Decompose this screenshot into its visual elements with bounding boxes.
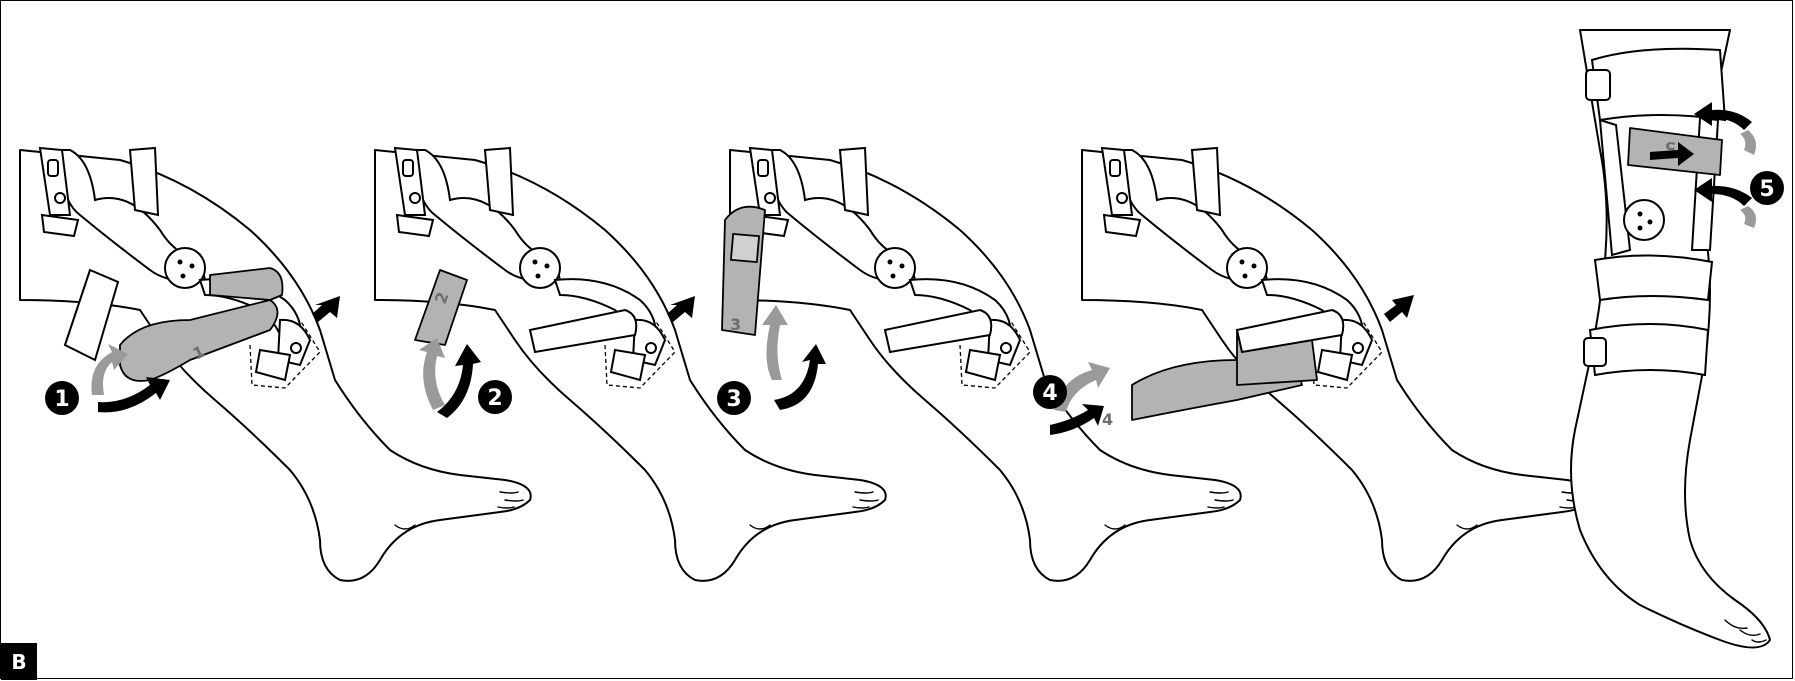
svg-text:4: 4 bbox=[1042, 381, 1057, 406]
grey-arrow-step-5a bbox=[1740, 130, 1756, 155]
svg-text:2: 2 bbox=[487, 386, 502, 411]
grey-arrow-step-5b bbox=[1740, 206, 1756, 228]
strap-3-pad bbox=[731, 234, 759, 262]
leg-step-5-front: 5 5 bbox=[1571, 30, 1784, 648]
strap-3 bbox=[722, 207, 765, 335]
strap-4-number: 4 bbox=[1102, 410, 1113, 429]
step-marker-1: 1 bbox=[45, 381, 79, 415]
black-arrow-release-4 bbox=[1384, 295, 1414, 322]
black-arrow-step-1 bbox=[98, 377, 170, 412]
panel-label: B bbox=[1, 643, 37, 680]
svg-text:1: 1 bbox=[54, 387, 69, 412]
black-arrow-step-3 bbox=[774, 344, 826, 410]
grey-arrow-step-3 bbox=[762, 305, 788, 380]
svg-text:3: 3 bbox=[726, 387, 741, 412]
black-arrow-release-1 bbox=[312, 296, 340, 322]
grey-arrow-step-2 bbox=[419, 338, 445, 410]
black-arrow-release-2 bbox=[667, 296, 695, 322]
step-marker-4: 4 bbox=[1033, 375, 1067, 409]
front-strap-1 bbox=[1595, 255, 1712, 300]
front-calf-cuff bbox=[1590, 324, 1708, 375]
strap-3-number: 3 bbox=[730, 315, 741, 334]
step-marker-5: 5 bbox=[1750, 171, 1784, 205]
step-marker-2: 2 bbox=[478, 380, 512, 414]
step-marker-3: 3 bbox=[717, 381, 751, 415]
svg-text:5: 5 bbox=[1759, 177, 1774, 202]
